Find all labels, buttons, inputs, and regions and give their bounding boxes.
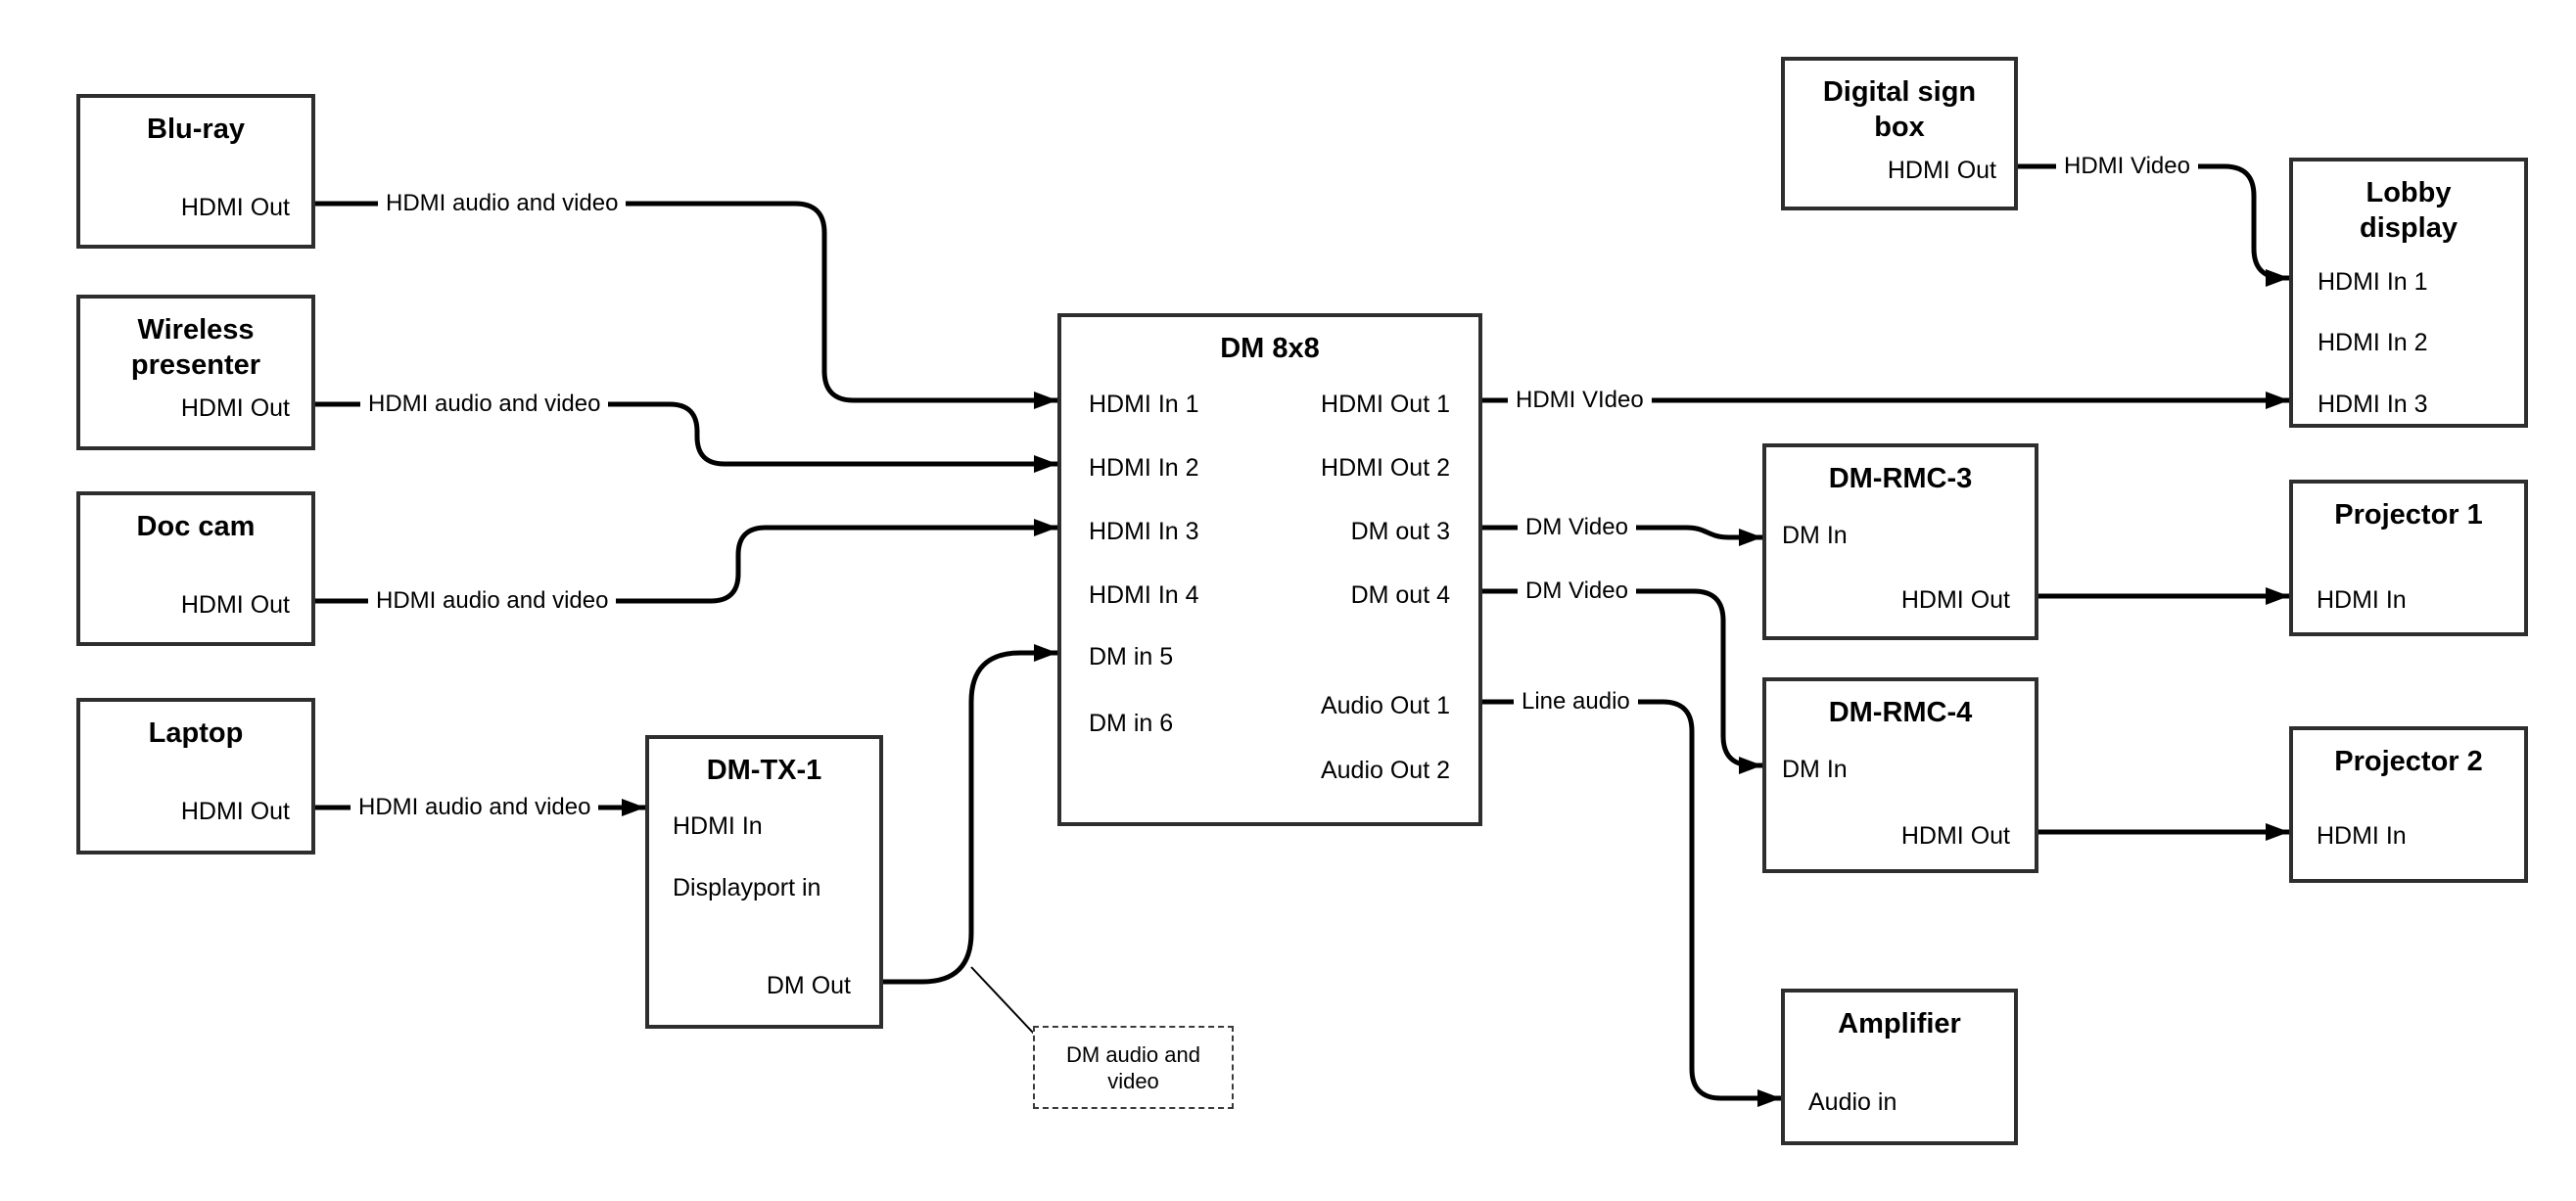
- port-hdmi-out: HDMI Out: [180, 394, 290, 422]
- node-title: Projector 2: [2334, 746, 2483, 777]
- node-title: Lobby display: [2360, 177, 2458, 244]
- port-hdmi-out: HDMI Out: [1900, 822, 2010, 850]
- port-dm-out-3: DM out 3: [1350, 518, 1450, 545]
- port-hdmi-in-4: HDMI In 4: [1089, 581, 1199, 609]
- port-dm-in-6: DM in 6: [1089, 710, 1174, 737]
- edge-label-hdmi-audio-video-3: HDMI audio and video: [368, 587, 617, 615]
- port-hdmi-out: HDMI Out: [180, 591, 290, 619]
- node-title: DM-RMC-4: [1828, 697, 1973, 728]
- port-hdmi-out: HDMI Out: [180, 194, 290, 221]
- node-dm-8x8: DM 8x8 HDMI In 1 HDMI In 2 HDMI In 3 HDM…: [1057, 313, 1482, 826]
- port-hdmi-in-3: HDMI In 3: [1089, 518, 1199, 545]
- edge-label-hdmi-audio-video-4: HDMI audio and video: [351, 794, 599, 821]
- edge-doccam-to-dm8x8-in3: [315, 519, 1057, 604]
- port-hdmi-in: HDMI In: [673, 812, 763, 840]
- port-hdmi-in-1: HDMI In 1: [2318, 268, 2428, 296]
- node-projector-1: Projector 1 HDMI In: [2289, 480, 2528, 636]
- edge-wireless-to-dm8x8-in2: [315, 401, 1057, 473]
- node-title: DM-RMC-3: [1828, 463, 1973, 494]
- node-projector-2: Projector 2 HDMI In: [2289, 726, 2528, 883]
- edge-label-line-audio: Line audio: [1514, 688, 1638, 716]
- port-dm-out-4: DM out 4: [1350, 581, 1450, 609]
- edge-label-hdmi-video-sign: HDMI Video: [2056, 153, 2198, 180]
- port-hdmi-out-2: HDMI Out 2: [1321, 454, 1450, 482]
- port-hdmi-in-3: HDMI In 3: [2318, 391, 2428, 418]
- node-wireless-presenter: Wireless presenter HDMI Out: [76, 295, 315, 450]
- port-dm-in: DM In: [1782, 756, 1848, 783]
- callout-leader-line: [970, 966, 1035, 1035]
- port-hdmi-in-1: HDMI In 1: [1089, 391, 1199, 418]
- edge-dm8x8-out3-to-rmc3: [1482, 525, 1762, 546]
- node-title: Projector 1: [2334, 499, 2483, 531]
- edge-label-hdmi-audio-video-1: HDMI audio and video: [378, 190, 627, 217]
- node-title: Laptop: [148, 717, 244, 749]
- port-hdmi-out: HDMI Out: [1887, 157, 1996, 184]
- port-hdmi-in-2: HDMI In 2: [1089, 454, 1199, 482]
- node-title: Blu-ray: [147, 114, 245, 145]
- edge-bluray-to-dm8x8-in1: [315, 201, 1057, 409]
- edge-label-hdmi-audio-video-2: HDMI audio and video: [360, 391, 609, 418]
- node-laptop: Laptop HDMI Out: [76, 698, 315, 855]
- node-digital-sign-box: Digital sign box HDMI Out: [1781, 57, 2018, 210]
- node-amplifier: Amplifier Audio in: [1781, 989, 2018, 1145]
- node-dm-rmc-4: DM-RMC-4 DM In HDMI Out: [1762, 677, 2038, 873]
- port-hdmi-out: HDMI Out: [180, 798, 290, 825]
- port-hdmi-out: HDMI Out: [1900, 586, 2010, 614]
- port-dm-out: DM Out: [766, 972, 851, 999]
- node-lobby-display: Lobby display HDMI In 1 HDMI In 2 HDMI I…: [2289, 158, 2528, 428]
- port-dm-in-5: DM in 5: [1089, 643, 1174, 670]
- node-title: DM-TX-1: [706, 755, 822, 786]
- node-title: Doc cam: [136, 511, 256, 542]
- callout-text: DM audio and video: [1066, 1041, 1200, 1093]
- callout-dm-audio-and-video: DM audio and video: [1033, 1026, 1234, 1109]
- edge-dmtx1-to-dm8x8-in5: [883, 644, 1057, 985]
- port-hdmi-in-2: HDMI In 2: [2318, 329, 2428, 356]
- port-hdmi-in: HDMI In: [2317, 822, 2407, 850]
- edge-dm8x8-audio1-to-amplifier: [1482, 699, 1781, 1107]
- node-title: Wireless presenter: [130, 314, 261, 381]
- node-blu-ray: Blu-ray HDMI Out: [76, 94, 315, 249]
- node-doc-cam: Doc cam HDMI Out: [76, 491, 315, 646]
- edge-label-dm-video-out4: DM Video: [1518, 577, 1636, 605]
- edge-dm8x8-out4-to-rmc4: [1482, 588, 1762, 774]
- node-title: Amplifier: [1838, 1008, 1961, 1039]
- node-dm-rmc-3: DM-RMC-3 DM In HDMI Out: [1762, 443, 2038, 640]
- port-audio-out-2: Audio Out 2: [1320, 757, 1450, 784]
- port-audio-out-1: Audio Out 1: [1320, 692, 1450, 719]
- port-dm-in: DM In: [1782, 522, 1848, 549]
- port-hdmi-out-1: HDMI Out 1: [1321, 391, 1450, 418]
- node-title: Digital sign box: [1822, 76, 1977, 143]
- node-title: DM 8x8: [1220, 333, 1320, 364]
- node-dm-tx-1: DM-TX-1 HDMI In Displayport in DM Out: [645, 735, 883, 1029]
- port-audio-in: Audio in: [1808, 1088, 1897, 1116]
- edge-label-hdmi-video-out1: HDMI VIdeo: [1508, 387, 1652, 414]
- edge-digitalsign-to-lobby-in1: [2018, 163, 2289, 287]
- port-hdmi-in: HDMI In: [2317, 586, 2407, 614]
- edge-label-dm-video-out3: DM Video: [1518, 514, 1636, 541]
- port-displayport-in: Displayport in: [673, 874, 821, 901]
